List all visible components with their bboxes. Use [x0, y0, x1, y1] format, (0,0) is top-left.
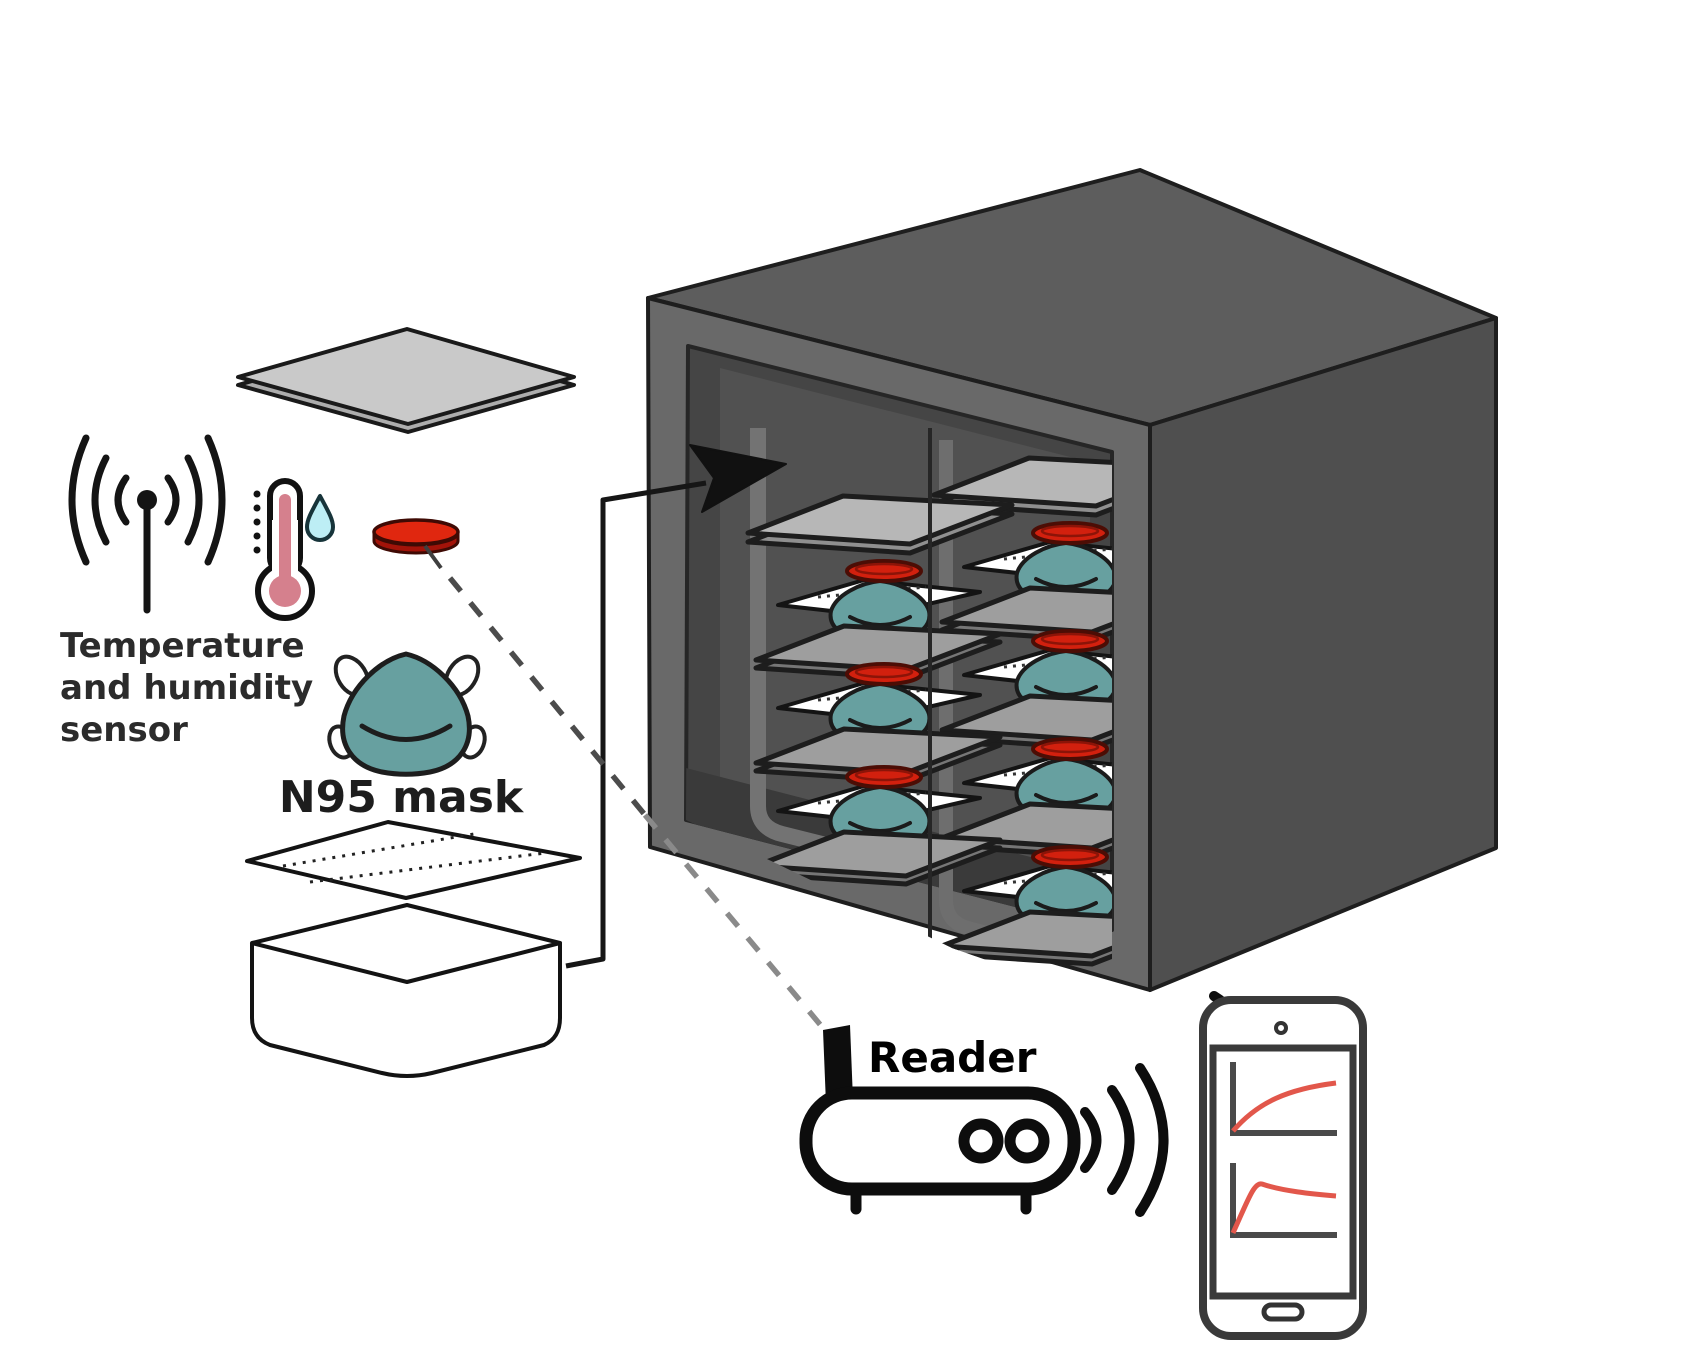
n95-mask-icon — [327, 651, 487, 777]
reader-antenna — [823, 1025, 853, 1104]
reader-indicator-lights — [958, 1118, 1050, 1164]
reader-device — [799, 1025, 1081, 1215]
sensor-label-line3: sensor — [60, 710, 188, 750]
smartphone — [1199, 996, 1367, 1340]
reader-feet — [850, 1184, 1032, 1215]
sensor-disc — [372, 518, 460, 570]
filter-sheet — [245, 820, 582, 900]
container-box — [250, 903, 562, 1078]
rack-wall-left — [750, 428, 840, 856]
temperature-humidity-sensor-label: Temperature and humidity sensor — [60, 626, 313, 750]
n95-mask-label: N95 mask — [279, 772, 525, 823]
container-lid — [236, 327, 576, 434]
sensor-label-line2: and humidity — [60, 668, 313, 708]
rfid-dashed-link — [447, 576, 826, 1030]
humidity-graph — [1230, 1163, 1337, 1238]
incubator-cube — [646, 168, 1498, 992]
rack-wall-right — [939, 440, 1008, 945]
temperature-graph — [1230, 1062, 1337, 1136]
phone-camera-icon — [1274, 1021, 1288, 1035]
phone-screen — [1209, 1044, 1357, 1300]
reader-label: Reader — [868, 1033, 1037, 1082]
thermometer-icon — [253, 478, 335, 621]
thermometer-scale-dots — [253, 490, 261, 554]
phone-home-button — [1261, 1302, 1305, 1322]
cube-right-face — [1148, 316, 1498, 992]
incubator-interior — [686, 368, 1112, 964]
wireless-antenna-icon — [68, 434, 226, 614]
insertion-arrow — [565, 444, 787, 969]
droplet-icon — [305, 494, 335, 542]
sensor-label-line1: Temperature — [60, 626, 305, 666]
